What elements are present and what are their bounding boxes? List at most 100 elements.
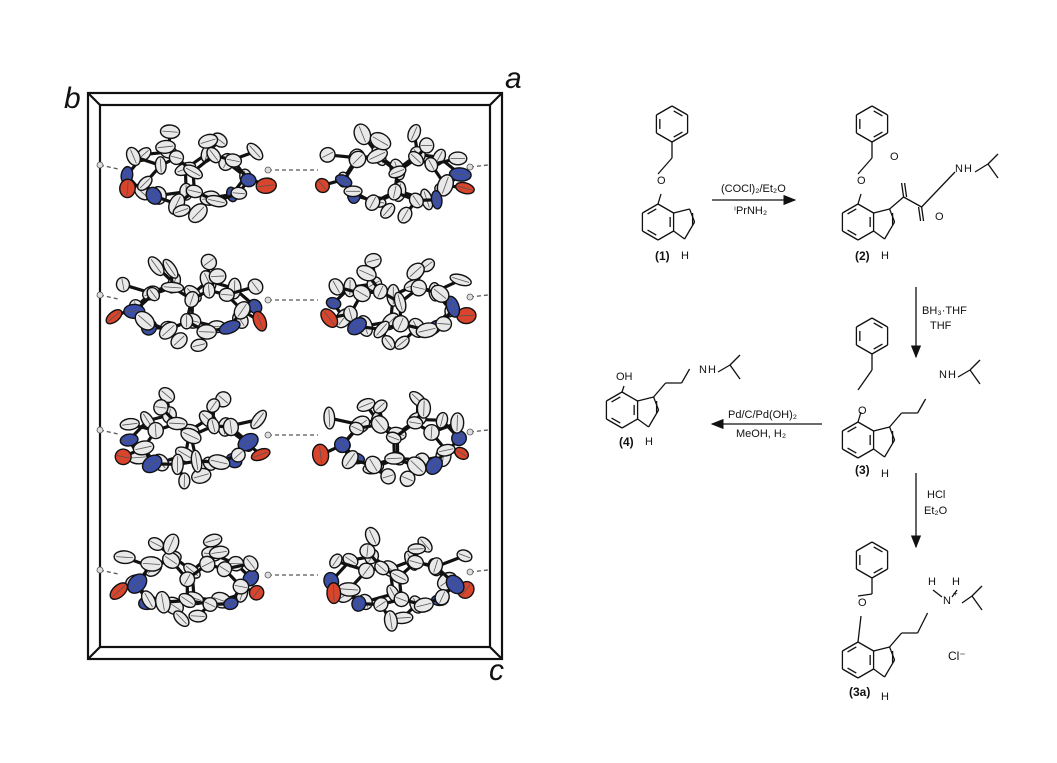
- compound-3-structure: [842, 448, 859, 459]
- ellipsoid-axis: [456, 449, 467, 457]
- atom-label-nh-2: H: [881, 250, 889, 262]
- ellipsoid-axis: [108, 311, 121, 322]
- atom-label-nh-1: H: [681, 250, 689, 262]
- ellipsoid-axis: [412, 195, 421, 206]
- ellipsoid-axis: [375, 600, 386, 609]
- compound-4-structure: [621, 418, 638, 429]
- ellipsoid-axis: [375, 402, 385, 411]
- ellipsoid-axis: [175, 612, 187, 625]
- ellipsoid-axis: [382, 474, 394, 479]
- compound-1-structure: [673, 131, 683, 138]
- compound-3a-structure: [971, 595, 983, 611]
- compound-3-structure: [847, 447, 857, 454]
- compound-label-1: (1): [655, 249, 670, 263]
- ellipsoid-axis: [165, 556, 178, 565]
- ellipsoid-axis: [218, 395, 229, 404]
- compound-3-structure: [889, 412, 903, 428]
- compound-label-3a: (3a): [849, 685, 871, 699]
- ellipsoid-axis: [412, 286, 425, 290]
- compound-4-structure: [611, 396, 621, 403]
- ellipsoid-axis: [328, 409, 331, 427]
- compound-1-structure: [673, 110, 683, 117]
- ellipsoid-axis: [318, 180, 327, 191]
- compound-3a-structure: [873, 646, 890, 652]
- atom-label-nh-h-3: H: [948, 369, 956, 381]
- ellipsoid-axis: [388, 435, 400, 441]
- ellipsoid-axis: [170, 155, 182, 160]
- ellipsoid-axis: [126, 181, 129, 196]
- ellipsoid-axis: [150, 258, 162, 274]
- ellipsoid-axis: [416, 602, 432, 608]
- compound-2-structure: [847, 229, 857, 236]
- ellipsoid-axis: [203, 258, 214, 266]
- hydrogen-atom: [96, 291, 104, 299]
- compound-1-structure: [642, 230, 659, 241]
- compound-3a-structure: [873, 567, 883, 574]
- ellipsoid-axis: [449, 298, 456, 316]
- compound-3a-structure: [857, 593, 873, 597]
- ellipsoid-axis: [389, 612, 393, 630]
- ellipsoid-axis: [205, 538, 220, 543]
- atom-label-nh-h-2: H: [964, 163, 972, 175]
- ellipsoid-axis: [430, 426, 433, 439]
- compound-2-structure: [917, 206, 922, 222]
- ellipsoid-axis: [121, 278, 125, 291]
- ellipsoid-axis: [437, 323, 450, 325]
- compound-2-structure: [903, 182, 908, 198]
- ellipsoid-axis: [221, 323, 238, 331]
- atom-label-ketone-o-2: O: [890, 151, 899, 163]
- compound-3-structure: [847, 426, 857, 433]
- compound-3a-structure: [871, 541, 888, 552]
- ellipsoid-axis: [130, 149, 137, 164]
- compound-3-structure: [857, 369, 873, 391]
- conditions-r1-line1: (COCl)₂/Et₂O: [721, 183, 786, 195]
- compound-3a-structure: [873, 668, 885, 678]
- compound-4-structure: [621, 385, 625, 393]
- compound-2-structure: [903, 196, 922, 208]
- ellipsoid-axis: [251, 301, 259, 312]
- compound-2-structure: [921, 171, 956, 208]
- ellipsoid-axis: [208, 199, 225, 204]
- ellipsoid-axis: [219, 565, 230, 573]
- compound-2-structure: [847, 208, 857, 215]
- conditions-r3-line2: MeOH, H₂: [736, 428, 787, 440]
- ellipsoid-axis: [229, 420, 233, 434]
- compound-2-structure: [889, 196, 905, 210]
- compound-1-structure: [671, 132, 688, 143]
- ellipsoid-axis: [157, 145, 174, 149]
- ellipsoid-axis: [359, 401, 373, 409]
- ellipsoid-axis: [240, 437, 256, 448]
- ellipsoid-axis: [428, 159, 435, 170]
- ellipsoid-axis: [408, 421, 422, 425]
- ellipsoid-axis: [165, 261, 176, 277]
- ellipsoid-axis: [188, 189, 201, 194]
- compound-3-structure: [873, 448, 885, 458]
- ellipsoid-axis: [340, 588, 358, 591]
- hydrogen-atom: [466, 428, 474, 436]
- ellipsoid-axis: [351, 425, 362, 432]
- compound-3-structure: [969, 369, 981, 385]
- ellipsoid-axis: [198, 331, 215, 333]
- ellipsoid-axis: [333, 584, 335, 602]
- ellipsoid-axis: [327, 301, 340, 306]
- ellipsoid-axis: [200, 138, 216, 144]
- ellipsoid-axis: [458, 314, 475, 317]
- compound-3a-structure: [857, 641, 874, 652]
- compound-4-structure: [637, 418, 649, 428]
- ellipsoid-axis: [190, 615, 205, 617]
- ellipsoid-axis: [234, 585, 248, 589]
- ellipsoid-axis: [451, 173, 469, 176]
- unit-cell-box: [86, 91, 504, 661]
- compound-2-structure: [842, 230, 859, 241]
- ellipsoid-axis: [210, 459, 228, 465]
- ellipsoid-axis: [348, 307, 353, 320]
- ellipsoid-axis: [237, 303, 247, 317]
- compound-4-structure: [681, 368, 691, 384]
- ellipsoid-axis: [433, 559, 439, 573]
- compound-3a-structure: [932, 589, 943, 598]
- conditions-r4-line1: HCl: [927, 489, 946, 501]
- compound-3a-structure: [961, 595, 973, 604]
- ellipsoid-axis: [139, 178, 151, 189]
- compound-3a-structure: [857, 615, 862, 643]
- conditions-r2-line2: THF: [930, 320, 952, 332]
